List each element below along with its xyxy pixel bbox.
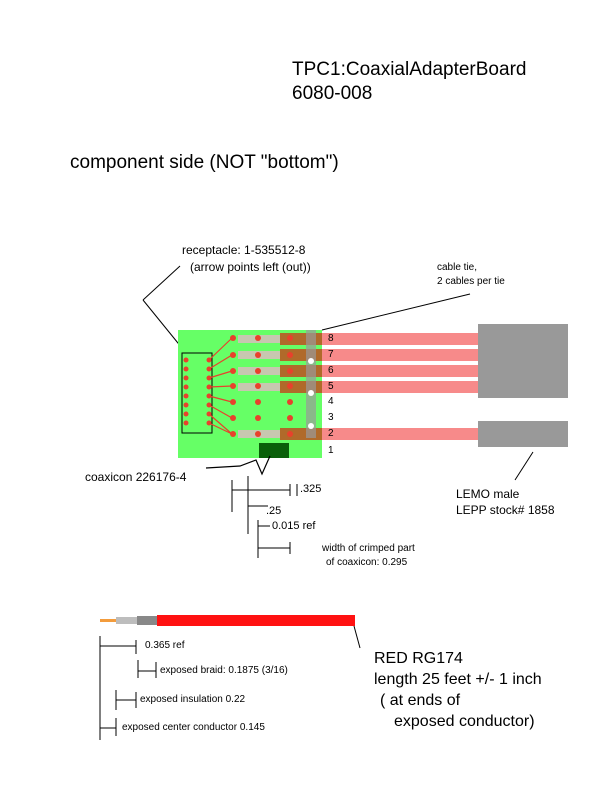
receptacle-leader-line-2 [142, 299, 183, 349]
crimp-width-label: width of crimped part [322, 543, 415, 554]
dimension-325: .325 [300, 483, 322, 495]
cable-7 [280, 349, 480, 361]
cable-tie [306, 330, 316, 438]
cable-5 [280, 381, 480, 393]
cable-8 [280, 333, 480, 345]
tie-hole [308, 358, 314, 364]
cable-6 [280, 365, 480, 377]
coaxicon-leader-line [205, 455, 271, 476]
pin-number: 2 [328, 428, 334, 439]
cable-2 [280, 428, 480, 440]
cable-tie-note: 2 cables per tie [437, 276, 505, 287]
title-line-2: 6080-008 [292, 83, 373, 104]
cable-tie-label: cable tie, [437, 262, 478, 273]
pin-number: 5 [328, 381, 334, 392]
lemo-label: LEMO male [456, 487, 520, 501]
insulation-dimension: exposed insulation 0.22 [140, 694, 246, 705]
pin-number: 7 [328, 349, 334, 360]
cable-dimension-lines [99, 636, 157, 740]
receptacle-outline [181, 352, 213, 434]
rg174-cable [100, 615, 355, 626]
receptacle-label: receptacle: 1-535512-8 [182, 243, 306, 257]
side-label: component side (NOT "bottom") [70, 152, 339, 173]
center-conductor [100, 619, 116, 622]
cable-length-note-2: exposed conductor) [394, 713, 535, 730]
cable-length: length 25 feet +/- 1 inch [374, 671, 542, 688]
lemo-stock-label: LEPP stock# 1858 [456, 503, 555, 517]
cable-length-note: ( at ends of [380, 692, 461, 709]
cable-ref-dimension: 0.365 ref [145, 640, 185, 651]
dimension-015: 0.015 ref [272, 520, 316, 532]
tie-hole [308, 390, 314, 396]
cable-type: RED RG174 [374, 650, 463, 667]
lemo-leader-line [514, 451, 534, 481]
pin-number: 3 [328, 412, 334, 423]
title-line-1: TPC1:CoaxialAdapterBoard [292, 59, 527, 80]
pin-number: 4 [328, 396, 334, 407]
lemo-connector-top [478, 324, 568, 398]
board-dimension-lines [231, 476, 298, 558]
crimp-width-value: of coaxicon: 0.295 [326, 557, 408, 568]
pin-number: 1 [328, 445, 334, 456]
insulation [116, 617, 137, 624]
braid-dimension: exposed braid: 0.1875 (3/16) [160, 665, 288, 676]
pin-number: 8 [328, 333, 334, 344]
center-conductor-dimension: exposed center conductor 0.145 [122, 722, 265, 733]
dimension-25: .25 [266, 505, 282, 517]
braid [137, 616, 157, 625]
pin-number: 6 [328, 365, 334, 376]
coaxicon-block [259, 443, 289, 458]
coaxicon-label: coaxicon 226176-4 [85, 470, 187, 484]
solder-pads [230, 335, 293, 437]
signal-cables [280, 333, 480, 440]
red-jacket [157, 615, 355, 626]
cable-spec-leader-line [353, 625, 361, 649]
tie-hole [308, 423, 314, 429]
pcb-traces [208, 337, 233, 435]
receptacle-note: (arrow points left (out)) [190, 260, 311, 274]
lemo-connector-bottom [478, 421, 568, 447]
cable-tie-leader-line [321, 293, 471, 331]
receptacle-leader-line [142, 265, 181, 301]
